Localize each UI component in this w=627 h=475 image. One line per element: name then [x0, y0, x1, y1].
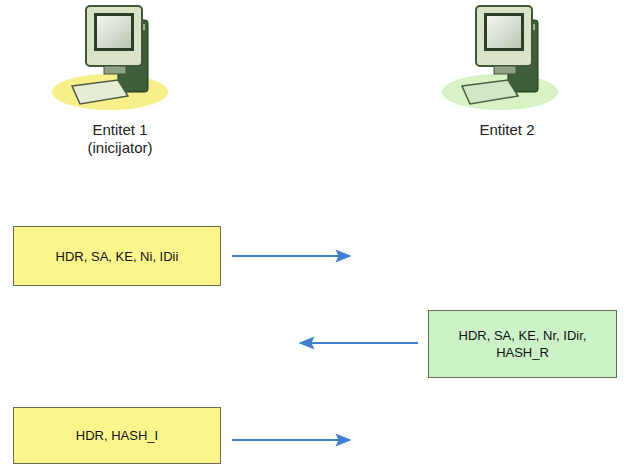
message-arrow [300, 342, 418, 344]
message-box: HDR, HASH_I [13, 407, 221, 464]
entity-label: Entitet 2 [459, 121, 555, 139]
message-text: HDR, SA, KE, Ni, IDii [56, 248, 179, 265]
entity-label: Entitet 1 (inicijator) [72, 121, 168, 157]
message-arrow [232, 255, 350, 257]
message-text: HDR, HASH_I [76, 427, 158, 444]
message-text: HDR, SA, KE, Nr, IDir, HASH_R [439, 327, 606, 361]
message-arrow [232, 439, 350, 441]
message-box: HDR, SA, KE, Ni, IDii [13, 226, 221, 286]
message-box: HDR, SA, KE, Nr, IDir, HASH_R [428, 310, 617, 378]
computer-icon [442, 6, 558, 110]
computer-icon [52, 6, 168, 110]
